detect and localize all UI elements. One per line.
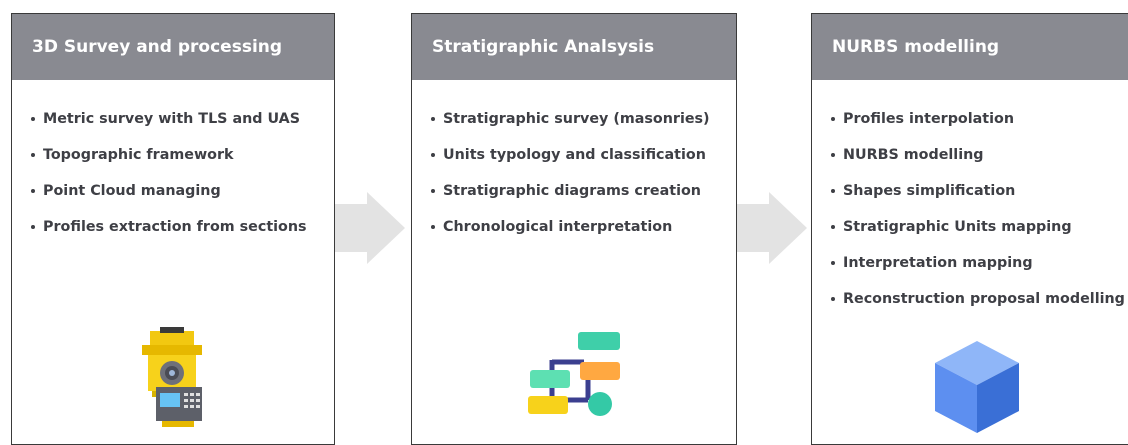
item-list: Metric survey with TLS and UAS Topograph… <box>12 108 307 252</box>
list-item: Topographic framework <box>12 144 307 180</box>
panel-title: 3D Survey and processing <box>12 14 334 80</box>
list-item: Point Cloud managing <box>12 180 307 216</box>
list-item: Shapes simplification <box>812 180 1125 216</box>
item-list: Stratigraphic survey (masonries) Units t… <box>412 108 710 252</box>
panel-stratigraphic-analysis: Stratigraphic Analsysis Stratigraphic su… <box>411 13 737 445</box>
list-item: Stratigraphic Units mapping <box>812 216 1125 252</box>
list-item: Reconstruction proposal modelling <box>812 288 1125 324</box>
list-item: Stratigraphic survey (masonries) <box>412 108 710 144</box>
arrow-right-icon <box>335 192 405 264</box>
list-item: Metric survey with TLS and UAS <box>12 108 307 144</box>
cube-icon <box>935 341 1019 433</box>
list-item: Units typology and classification <box>412 144 710 180</box>
list-item: Interpretation mapping <box>812 252 1125 288</box>
panel-title: NURBS modelling <box>812 14 1128 80</box>
flowchart-icon <box>528 332 620 416</box>
list-item: Profiles extraction from sections <box>12 216 307 252</box>
list-item: Profiles interpolation <box>812 108 1125 144</box>
panel-3d-survey: 3D Survey and processing Metric survey w… <box>11 13 335 445</box>
item-list: Profiles interpolation NURBS modelling S… <box>812 108 1125 324</box>
list-item: Stratigraphic diagrams creation <box>412 180 710 216</box>
panel-nurbs-modelling: NURBS modelling Profiles interpolation N… <box>811 13 1128 445</box>
list-item: NURBS modelling <box>812 144 1125 180</box>
arrow-right-icon <box>737 192 807 264</box>
list-item: Chronological interpretation <box>412 216 710 252</box>
panel-title: Stratigraphic Analsysis <box>412 14 736 80</box>
total-station-icon <box>142 327 202 427</box>
